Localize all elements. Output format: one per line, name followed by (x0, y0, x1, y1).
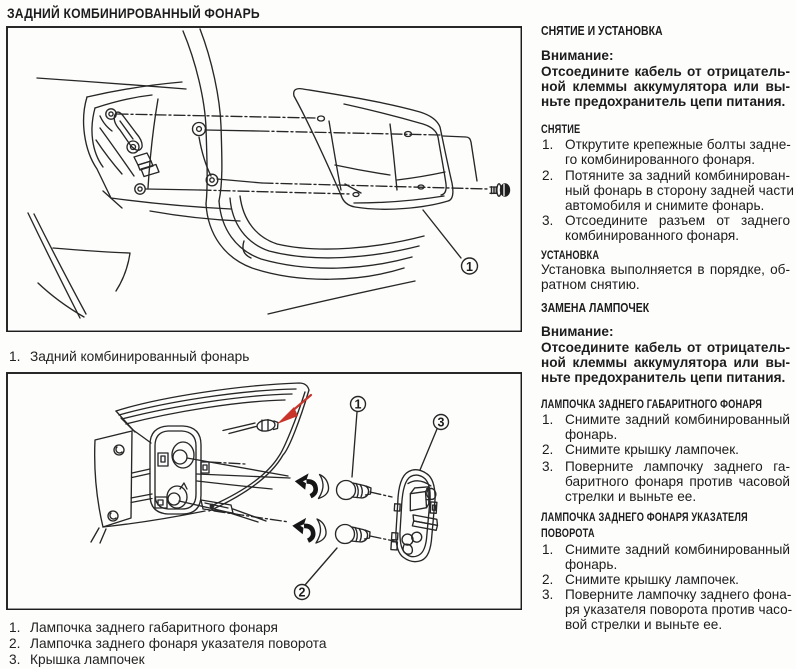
svg-text:1: 1 (355, 398, 362, 412)
svg-text:1: 1 (466, 260, 473, 274)
svg-text:2: 2 (299, 586, 306, 600)
svg-text:3: 3 (438, 416, 445, 430)
